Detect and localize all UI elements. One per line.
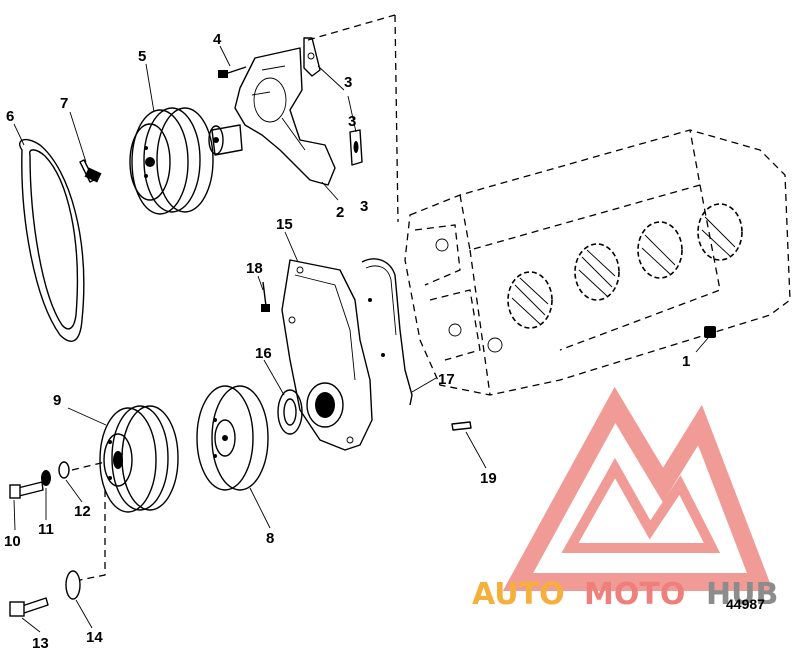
part-3-gasket-top [303, 37, 321, 77]
figure-number: 44987 [726, 596, 765, 612]
part-11-lock-washer [41, 470, 51, 486]
leader-lines [13, 45, 487, 633]
callout-9: 9 [53, 392, 61, 409]
part-8-damper [196, 385, 269, 491]
callout-14: 14 [86, 629, 103, 646]
callout-17: 17 [438, 371, 455, 388]
part-12-washer [58, 461, 70, 479]
watermark-logo [502, 386, 774, 591]
part-2-water-pump [208, 47, 336, 186]
callout-18: 18 [246, 260, 263, 277]
callout-15: 15 [276, 216, 293, 233]
callout-1: 1 [682, 353, 690, 370]
part-7-bolt [79, 159, 102, 183]
callout-4: 4 [213, 31, 222, 48]
part-15-timing-cover [281, 259, 373, 451]
part-16-seal [277, 389, 303, 435]
part-14-washer [65, 570, 81, 600]
watermark-hub: HUB [706, 577, 778, 612]
watermark-moto: MOTO [584, 577, 685, 612]
engine-block [307, 14, 791, 396]
part-1-plug [695, 326, 716, 353]
part-3-gasket-side [349, 129, 363, 166]
part-19-dowel-pin [451, 421, 472, 431]
callout-5: 5 [138, 48, 146, 65]
alignment-line-upper [71, 461, 106, 471]
callout-11: 11 [38, 521, 54, 538]
part-13-bolt [9, 597, 49, 617]
part-17-cover-gasket [361, 258, 413, 406]
part-5-pulley [129, 107, 214, 215]
callout-10: 10 [4, 533, 21, 550]
callout-8: 8 [266, 530, 274, 547]
callout-3c: 3 [360, 198, 368, 215]
watermark-text: AUTO MOTO HUB [472, 577, 778, 612]
callout-12: 12 [74, 503, 91, 520]
part-18-bolt [261, 281, 270, 312]
callout-19: 19 [480, 470, 497, 487]
callout-6: 6 [6, 108, 14, 125]
watermark-auto: AUTO [472, 577, 565, 612]
callout-2: 2 [336, 204, 344, 221]
callout-13: 13 [32, 635, 49, 652]
part-9-crank-pulley [99, 405, 179, 513]
part-10-bolt [9, 481, 44, 499]
callout-3a: 3 [344, 74, 352, 91]
callout-16: 16 [255, 345, 272, 362]
part-6-belt [19, 138, 85, 342]
part-4-bolt [218, 66, 247, 78]
callout-3b: 3 [348, 113, 356, 130]
alignment-line-lower [79, 490, 106, 581]
callout-7: 7 [60, 95, 68, 112]
